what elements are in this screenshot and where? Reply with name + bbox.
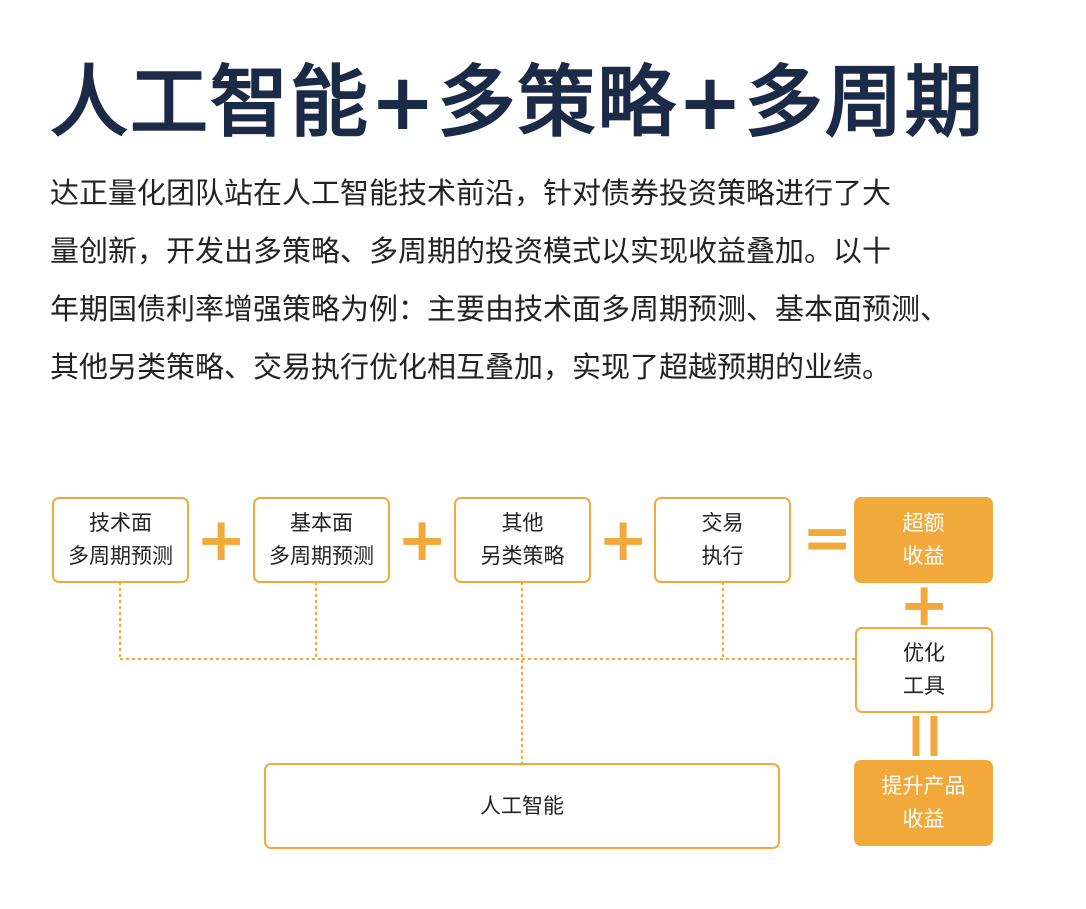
- box-label: 多周期预测: [68, 544, 173, 568]
- box-label: 超额: [902, 511, 945, 535]
- box-label: 提升产品: [881, 774, 966, 798]
- product-return-box: 提升产品 收益: [854, 760, 993, 846]
- paragraph-line: 达正量化团队站在人工智能技术前沿，针对债券投资策略进行了大: [50, 176, 892, 210]
- trade-execution-box: 交易 执行: [654, 497, 791, 583]
- box-label: 执行: [701, 544, 744, 568]
- plus-operator: +: [196, 505, 247, 575]
- paragraph-line: 年期国债利率增强策略为例：主要由技术面多周期预测、基本面预测、: [50, 292, 950, 326]
- box-label: 技术面: [89, 511, 152, 535]
- box-label: 交易: [701, 511, 744, 535]
- box-label: 基本面: [290, 511, 353, 535]
- plus-operator: +: [598, 505, 649, 575]
- equals-operator: =: [802, 503, 853, 573]
- box-label: 另类策略: [480, 544, 565, 568]
- box-label: 优化: [903, 641, 945, 665]
- artificial-intelligence-box: 人工智能: [264, 763, 780, 849]
- paragraph-line: 量创新，开发出多策略、多周期的投资模式以实现收益叠加。以十: [50, 234, 892, 268]
- fundamental-forecast-box: 基本面 多周期预测: [253, 497, 390, 583]
- plus-operator: +: [397, 505, 448, 575]
- box-label: 收益: [902, 544, 945, 568]
- box-label: 人工智能: [480, 793, 564, 818]
- excess-return-box: 超额 收益: [854, 497, 993, 583]
- box-label: 其他: [501, 511, 544, 535]
- plus-operator: +: [899, 570, 950, 640]
- technical-forecast-box: 技术面 多周期预测: [52, 497, 189, 583]
- box-label: 多周期预测: [269, 544, 374, 568]
- optimization-tool-box: 优化 工具: [855, 627, 993, 713]
- page-title: 人工智能+多策略+多周期: [50, 58, 985, 148]
- box-label: 收益: [902, 807, 945, 831]
- other-strategy-box: 其他 另类策略: [454, 497, 591, 583]
- box-label: 工具: [903, 674, 945, 698]
- paragraph-line: 其他另类策略、交易执行优化相互叠加，实现了超越预期的业绩。: [50, 350, 892, 384]
- intro-paragraph: 达正量化团队站在人工智能技术前沿，针对债券投资策略进行了大 量创新，开发出多策略…: [50, 164, 1070, 396]
